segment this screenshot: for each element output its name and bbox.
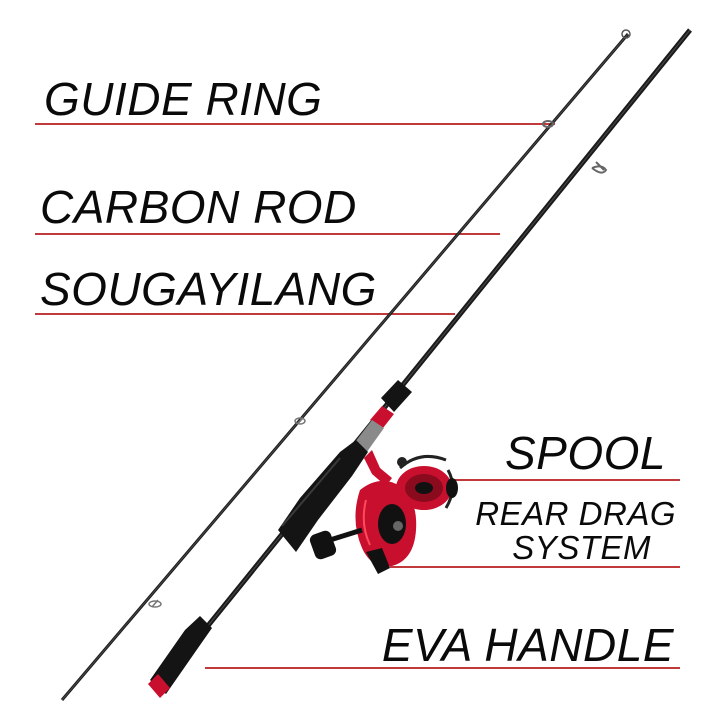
label-spool: SPOOL (504, 427, 666, 479)
eva-grip-main (278, 440, 368, 552)
fore-grip (381, 380, 412, 412)
butt-cap (148, 674, 170, 698)
guide-ring-set-tip (148, 417, 306, 608)
label-rear-drag-line-1: REAR DRAG (475, 495, 676, 532)
guide-ring-set-butt (542, 120, 608, 174)
label-carbon-rod: CARBON ROD (40, 181, 357, 233)
reel-seat (370, 406, 394, 428)
label-rear-drag-line-2: SYSTEM (512, 529, 651, 566)
label-brand: SOUGAYILANG (40, 263, 377, 315)
spinning-reel (309, 450, 458, 574)
tip-top-guide (621, 29, 631, 39)
label-eva-handle: EVA HANDLE (381, 619, 674, 671)
label-guide-ring: GUIDE RING (44, 73, 323, 125)
eva-butt-grip (150, 616, 212, 694)
